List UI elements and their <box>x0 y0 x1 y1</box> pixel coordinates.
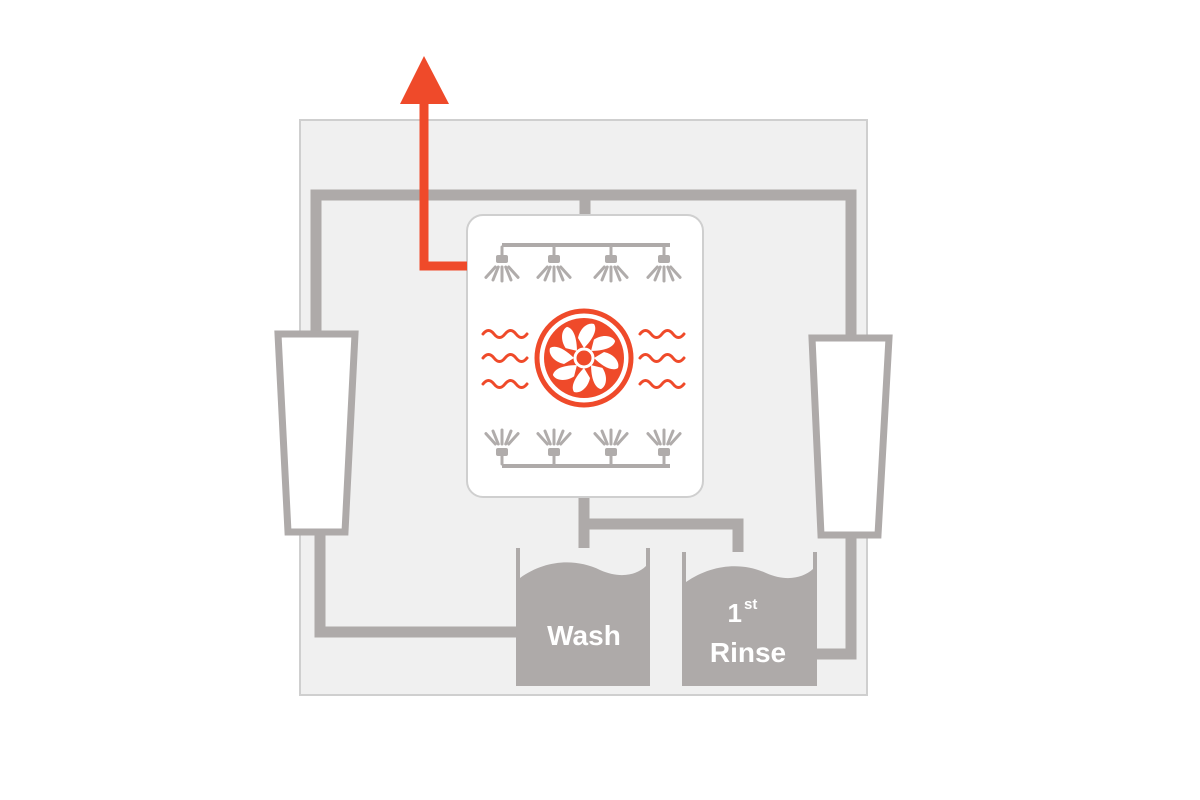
spray-nozzle-icon <box>536 245 572 283</box>
wash-tank-label: Wash <box>547 620 621 651</box>
fan-icon <box>534 308 634 408</box>
spray-nozzle-icon <box>484 428 520 466</box>
piping <box>310 189 857 660</box>
spray-nozzle-icon <box>484 245 520 283</box>
bottom-spray-arm <box>484 428 682 468</box>
rinse-tank-label-word: Rinse <box>710 637 786 668</box>
arrow-up-icon <box>400 56 467 271</box>
right-filter <box>808 334 893 539</box>
left-filter <box>274 330 359 536</box>
rinse-tank-label-number: 1 <box>728 598 742 628</box>
rinse-tank-label-superscript: st <box>744 596 757 613</box>
top-spray-arm <box>484 243 682 283</box>
left-return-pipe <box>314 532 519 638</box>
spray-nozzle-icon <box>593 428 629 466</box>
right-return-pipe <box>815 535 857 660</box>
drain-pipe-rinse <box>584 518 744 552</box>
spray-nozzle-icon <box>646 245 682 283</box>
heat-wave-icon <box>481 329 686 389</box>
rinse-tank: 1 st Rinse <box>682 552 817 686</box>
spray-nozzle-icon <box>646 428 682 466</box>
spray-nozzle-icon <box>536 428 572 466</box>
spray-nozzle-icon <box>593 245 629 283</box>
wash-tank: Wash <box>516 548 650 686</box>
